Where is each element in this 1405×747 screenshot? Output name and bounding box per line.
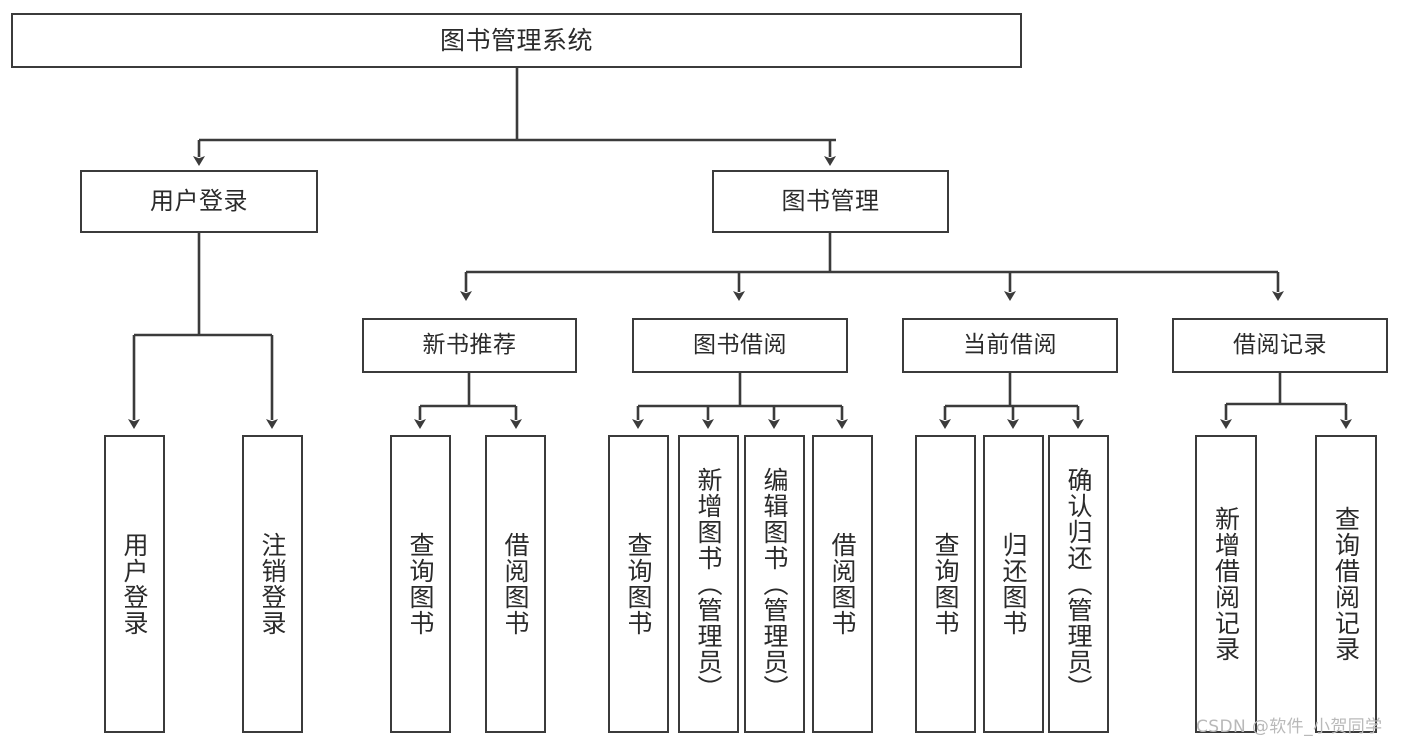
node-user-login[interactable]: 用户登录 (80, 170, 318, 233)
node-leaf-borrow-book[interactable]: 借阅图书 (812, 435, 873, 733)
node-leaf-query-borrow-record[interactable]: 查询借阅记录 (1315, 435, 1377, 733)
node-label: 借阅图书 (501, 532, 530, 636)
node-label: 用户登录 (120, 532, 149, 636)
node-label: 图书管理系统 (439, 25, 593, 55)
node-label: 新增借阅记录 (1211, 506, 1241, 662)
node-label: 确认归还（管理员） (1064, 467, 1093, 701)
node-book-management[interactable]: 图书管理 (712, 170, 949, 233)
node-label: 当前借阅 (963, 331, 1057, 358)
node-leaf-confirm-return-admin[interactable]: 确认归还（管理员） (1048, 435, 1109, 733)
watermark-text: CSDN @软件_小贺同学 (1196, 717, 1383, 737)
node-leaf-borrow-book-recommend[interactable]: 借阅图书 (485, 435, 546, 733)
node-leaf-edit-book-admin[interactable]: 编辑图书（管理员） (744, 435, 805, 733)
node-new-book-recommend[interactable]: 新书推荐 (362, 318, 577, 373)
node-label: 注销登录 (258, 532, 287, 636)
node-leaf-return-book[interactable]: 归还图书 (983, 435, 1044, 733)
node-label: 查询借阅记录 (1331, 506, 1361, 662)
node-root-book-management-system[interactable]: 图书管理系统 (11, 13, 1022, 68)
node-label: 查询图书 (624, 532, 653, 636)
node-leaf-add-book-admin[interactable]: 新增图书（管理员） (678, 435, 739, 733)
node-leaf-query-book-current[interactable]: 查询图书 (915, 435, 976, 733)
node-label: 借阅图书 (828, 532, 857, 636)
node-leaf-add-borrow-record[interactable]: 新增借阅记录 (1195, 435, 1257, 733)
node-borrow-record[interactable]: 借阅记录 (1172, 318, 1388, 373)
node-label: 图书借阅 (693, 331, 787, 358)
node-label: 用户登录 (150, 187, 248, 216)
node-label: 查询图书 (406, 532, 435, 636)
node-label: 图书管理 (781, 187, 880, 216)
node-current-borrow[interactable]: 当前借阅 (902, 318, 1118, 373)
node-label: 归还图书 (999, 532, 1028, 636)
node-label: 编辑图书（管理员） (760, 467, 789, 701)
node-leaf-query-book-borrow[interactable]: 查询图书 (608, 435, 669, 733)
node-leaf-query-book-recommend[interactable]: 查询图书 (390, 435, 451, 733)
node-label: 新增图书（管理员） (694, 467, 723, 701)
node-label: 查询图书 (931, 532, 960, 636)
node-leaf-user-login[interactable]: 用户登录 (104, 435, 165, 733)
node-book-borrow[interactable]: 图书借阅 (632, 318, 848, 373)
node-label: 新书推荐 (422, 331, 517, 358)
node-leaf-logout-login[interactable]: 注销登录 (242, 435, 303, 733)
node-label: 借阅记录 (1233, 331, 1327, 358)
